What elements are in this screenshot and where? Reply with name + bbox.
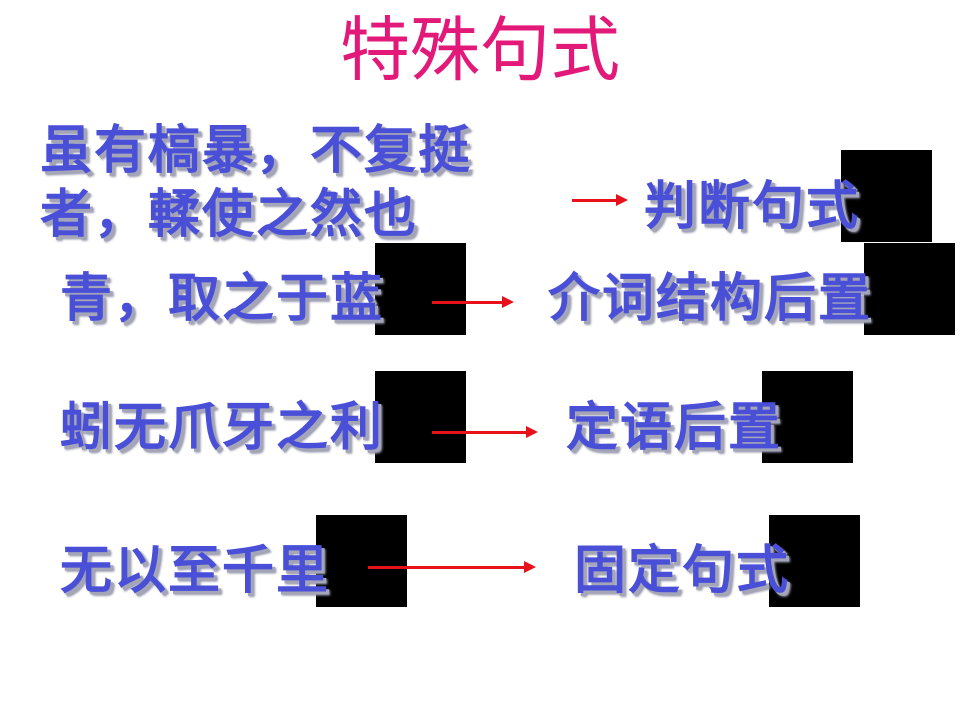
slide-title: 特殊句式 — [340, 9, 620, 91]
black-block — [769, 515, 860, 607]
black-block — [762, 371, 853, 463]
black-block — [375, 243, 466, 335]
arrow-icon — [432, 296, 514, 308]
black-block — [316, 515, 407, 607]
sentence-line: 蚓无爪牙之利 — [60, 398, 385, 458]
sentence-type: 固定句式 — [574, 541, 791, 601]
sentence-line: 者，輮使之然也 — [40, 185, 419, 245]
black-block — [841, 150, 932, 242]
arrow-icon — [368, 561, 536, 573]
black-block — [864, 243, 955, 335]
arrow-icon — [432, 426, 538, 438]
sentence-type: 介词结构后置 — [548, 269, 873, 329]
sentence-line: 虽有槁暴，不复挺 — [40, 121, 473, 181]
sentence-type: 判断句式 — [644, 177, 861, 237]
sentence-line: 无以至千里 — [60, 541, 331, 601]
black-block — [375, 371, 466, 463]
arrow-icon — [572, 194, 628, 206]
sentence-type: 定语后置 — [566, 398, 783, 458]
sentence-line: 青，取之于蓝 — [60, 269, 385, 329]
